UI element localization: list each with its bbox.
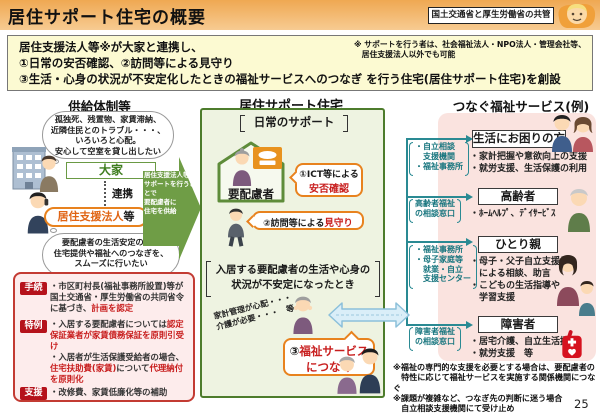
services-heading: つなぐ福祉サービス(例) bbox=[452, 99, 590, 114]
landlord-box: 大家 bbox=[66, 162, 156, 179]
bracket-right bbox=[343, 115, 348, 132]
branch-arrow-4 bbox=[406, 320, 473, 329]
procedure-text-3: ・改修費、家賃低廉化等の補助 bbox=[50, 387, 168, 397]
special-tag: 特例 bbox=[20, 320, 47, 333]
aid-tag: 支援 bbox=[20, 387, 47, 400]
ministry-badge: 国土交通省と厚生労働省の共管 bbox=[428, 7, 554, 24]
category-box-singleparent: ひとり親 bbox=[478, 236, 558, 253]
support-staff-icon bbox=[27, 192, 49, 234]
support-corporation-suffix: 等 bbox=[123, 210, 135, 223]
consult-elderly-icon bbox=[337, 356, 357, 394]
supply-heading: 供給体制等 bbox=[68, 99, 131, 114]
agency-label-1: ・自立相談 支援機関 ・福祉事務所 bbox=[409, 142, 469, 176]
elderly-man-icon bbox=[568, 189, 590, 232]
support-corporation-box: 居住支援法人等 bbox=[44, 207, 148, 227]
category-box-elderly: 高齢者 bbox=[478, 188, 558, 205]
bubble-dot bbox=[50, 228, 57, 233]
services-connector-line bbox=[406, 139, 408, 326]
mother-child-icon bbox=[557, 255, 595, 316]
page-title: 居住サポート住宅の概要 bbox=[8, 8, 206, 28]
landlord-person-icon bbox=[39, 155, 59, 192]
page-number: 25 bbox=[574, 397, 589, 411]
callout-watch: ②訪問等による見守り bbox=[246, 211, 364, 230]
header-bar: 居住サポート住宅の概要 国土交通省と厚生労働省の共管 bbox=[0, 0, 600, 30]
apartment-building-icon bbox=[12, 147, 46, 190]
bracket-right bbox=[375, 261, 380, 297]
worried-elderly-icon bbox=[293, 296, 313, 334]
couple-icon bbox=[552, 115, 593, 152]
elderly-resident-icon bbox=[232, 148, 252, 186]
category-bullets-disabled: ・居宅介護、自立生活援助 ・就労支援 等 bbox=[470, 337, 579, 359]
bracket-left bbox=[240, 115, 245, 132]
summary-line-1: 居住支援法人等※が大家と連携し、 bbox=[19, 40, 203, 54]
consult-staff-icon bbox=[359, 348, 381, 394]
procedure-text-2: ・入居する要配慮者については認定保証業者が家賃債務保証を原則引受け・入居者が生活… bbox=[50, 319, 184, 384]
summary-line-3: ③生活・心身の状況が不安定化したときの福祉サービスへのつなぎ を行う住宅(居住サ… bbox=[19, 72, 561, 86]
category-box-disabled: 障害者 bbox=[478, 316, 558, 333]
summary-box: 居住支援法人等※が大家と連携し、 ①日常の安否確認、②訪問等による見守り ③生活… bbox=[7, 35, 593, 91]
footnotes: ※福祉の専門的な支援を必要とする場合は、要配慮者の 特性に応じて福祉サービスを実… bbox=[393, 362, 596, 414]
category-bullets-life: ・家計把握や意欲向上の支援 ・就労支援、生活保護の利用 bbox=[470, 152, 588, 174]
branch-arrow-2 bbox=[406, 192, 473, 201]
callout-safety: ①ICT等による 安否確認 bbox=[289, 163, 363, 197]
procedure-text-1: ・市区町村長(福祉事務所設置)等が国土交通省・厚生労働省の共同省令に基づき、計画… bbox=[50, 281, 184, 313]
summary-note: ※ サポートを行う者は、社会福祉法人・NPO法人・管理会社等、 居住支援法人以外… bbox=[354, 40, 586, 59]
agency-label-2: 高齢者福祉 の相談窓口 bbox=[409, 199, 461, 223]
agency-label-4: 障害者福祉 の相談窓口 bbox=[409, 327, 461, 351]
landlord-thought-bubble: 孤独死、残置物、家賃滞納、 近隣住民とのトラブル・・・、 いろいろと心配。 安心… bbox=[42, 111, 174, 159]
mutual-arrow-icon bbox=[328, 302, 410, 328]
visitor-icon bbox=[228, 208, 244, 247]
unstable-note: 入居する要配慮者の生活や心身の 状況が不安定になったとき bbox=[206, 261, 380, 297]
category-box-life: 生活にお困りの方 bbox=[472, 130, 566, 148]
ict-device-icon bbox=[253, 147, 282, 169]
daily-support-label: 日常のサポート bbox=[240, 115, 348, 132]
category-bullets-elderly: ・ﾎｰﾑﾍﾙﾌﾟ、ﾃﾞｲｻｰﾋﾞｽ bbox=[470, 209, 556, 219]
link-label: 連携 bbox=[112, 188, 133, 200]
bracket-left bbox=[206, 261, 211, 297]
help-mark-icon bbox=[562, 330, 582, 359]
support-corporation-label: 居住支援法人 bbox=[57, 210, 124, 223]
summary-line-2: ①日常の安否確認、②訪問等による見守り bbox=[19, 56, 234, 70]
agency-label-3: ・福祉事務所 ・母子家庭等 就業・自立 支援センター bbox=[409, 245, 477, 289]
branch-arrow-3 bbox=[406, 237, 473, 246]
link-dotted-line bbox=[104, 181, 106, 206]
smiley-face-icon bbox=[558, 4, 596, 28]
category-bullets-singleparent: ・母子・父子自立支援員 による相談、助言 ・こどもの生活指導や 学習支援 bbox=[470, 257, 570, 303]
procedure-tag: 手続 bbox=[20, 282, 47, 295]
supply-arrow bbox=[143, 157, 201, 260]
supply-arrow-text: 居住支援法人等が サポートを行うことで 要配慮者に 住宅を供給 bbox=[144, 171, 196, 215]
branch-arrow-1 bbox=[406, 134, 473, 143]
resident-label: 要配慮者 bbox=[228, 187, 274, 201]
